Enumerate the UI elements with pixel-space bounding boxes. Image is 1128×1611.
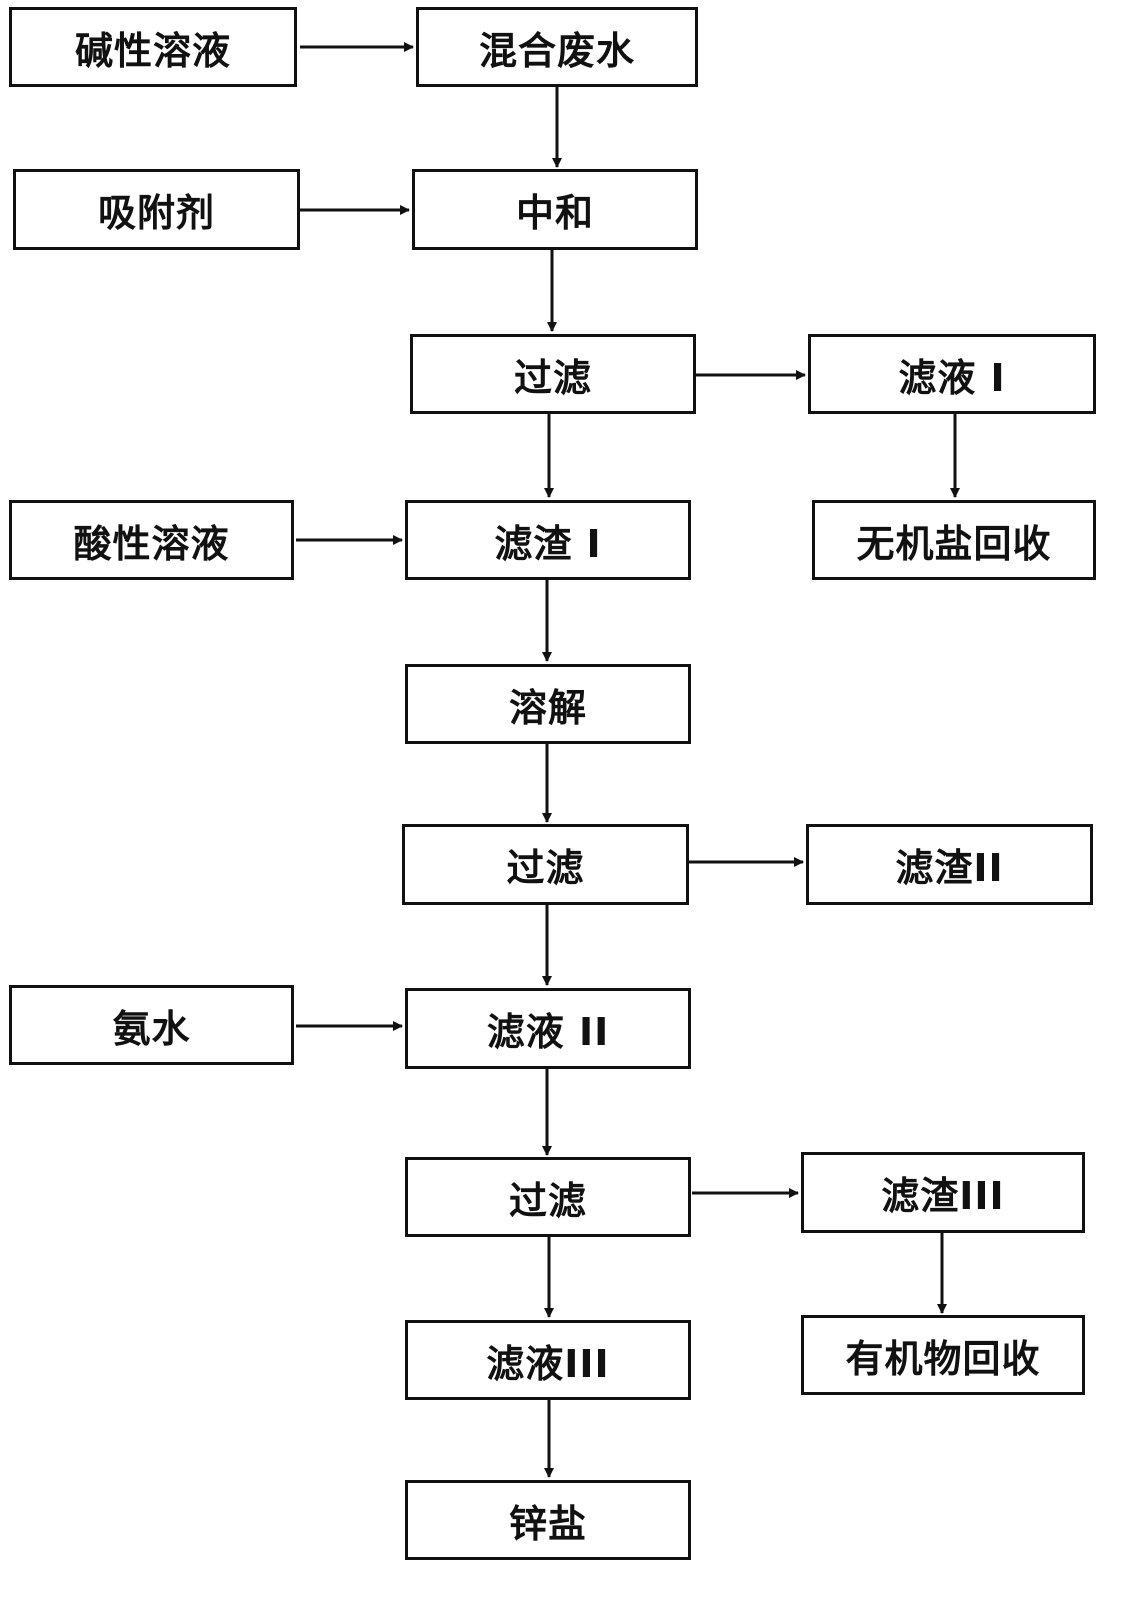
node-filtrate-1: 滤液 I	[808, 334, 1096, 414]
node-filter-3: 过滤	[405, 1157, 691, 1237]
node-inorganic-salt-recovery: 无机盐回收	[812, 500, 1096, 580]
node-filter-1: 过滤	[410, 334, 696, 414]
node-filtrate-2: 滤液 II	[405, 988, 691, 1069]
node-neutralize: 中和	[412, 169, 698, 250]
node-dissolve: 溶解	[405, 664, 691, 744]
node-organic-recovery: 有机物回收	[801, 1315, 1085, 1395]
node-ammonia: 氨水	[9, 985, 294, 1065]
node-mixed-wastewater: 混合废水	[416, 7, 698, 87]
node-adsorbent: 吸附剂	[13, 169, 300, 250]
node-acidic-solution: 酸性溶液	[9, 500, 294, 580]
node-zinc-salt: 锌盐	[405, 1480, 691, 1560]
node-filtrate-3: 滤液III	[405, 1320, 691, 1400]
node-residue-2: 滤渣II	[806, 824, 1093, 905]
node-residue-1: 滤渣 I	[405, 500, 691, 580]
node-alkaline-solution: 碱性溶液	[9, 7, 297, 87]
node-residue-3: 滤渣III	[801, 1152, 1085, 1233]
node-filter-2: 过滤	[402, 824, 689, 905]
